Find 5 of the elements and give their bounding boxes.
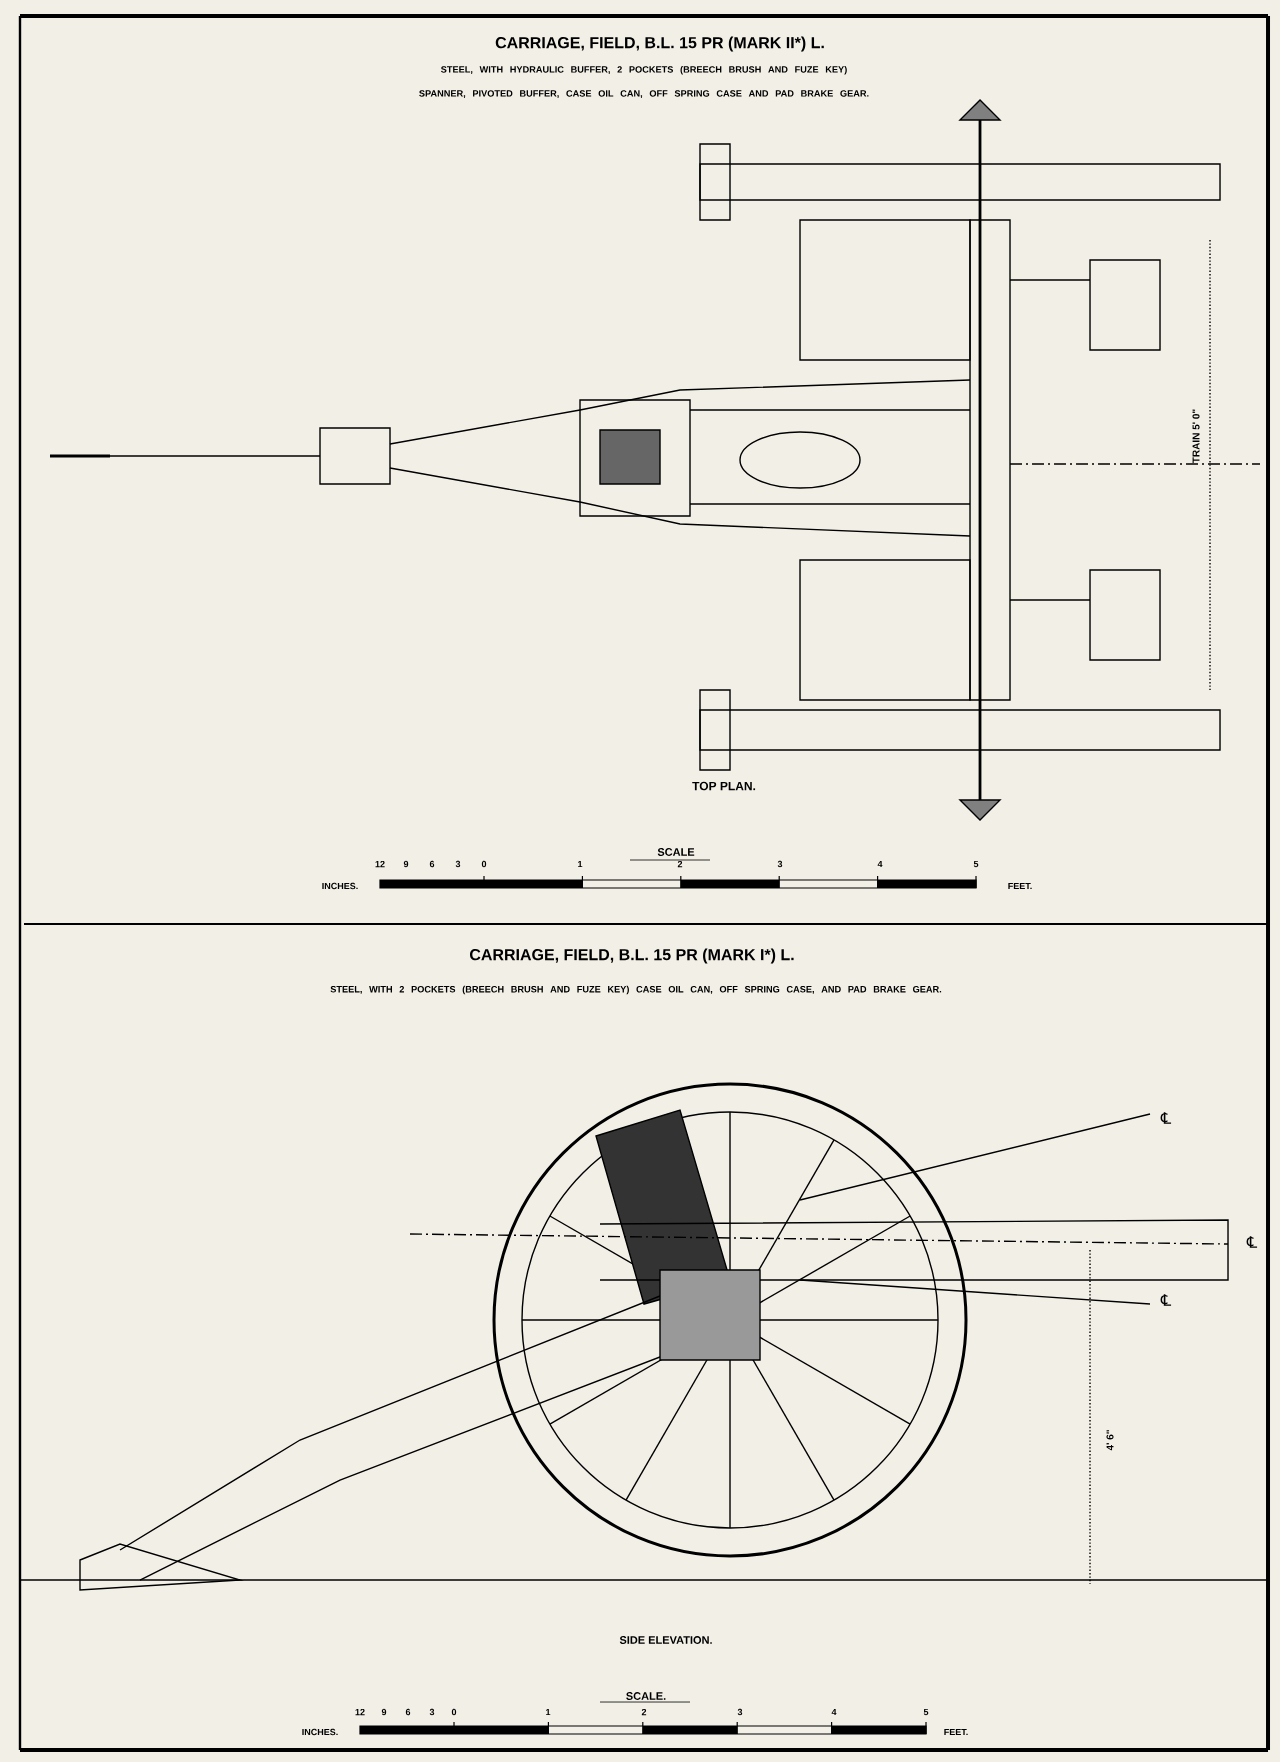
drawing-title: CARRIAGE, FIELD, B.L. 15 PR (MARK II*) L. [495,36,824,52]
drawing-title: CARRIAGE, FIELD, B.L. 15 PR (MARK I*) L. [470,948,794,964]
centre-line-mark: ℄ [1246,1236,1258,1248]
centre-line-mark: ℄ [1160,1294,1172,1306]
centre-line-mark: ℄ [1160,1112,1172,1124]
